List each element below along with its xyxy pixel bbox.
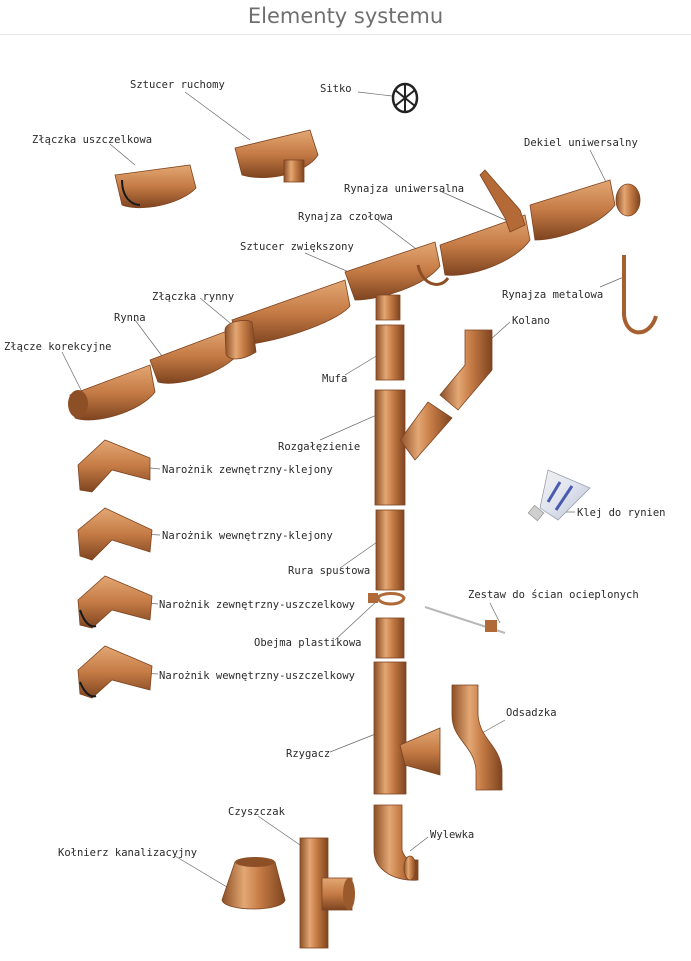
rozgalezienie-branch bbox=[399, 401, 453, 461]
corners-column bbox=[77, 439, 153, 699]
mufa-part bbox=[375, 324, 405, 381]
labels: Sztucer ruchomy Sitko Złączka uszczelkow… bbox=[4, 79, 666, 859]
label-zlaczka-rynny: Złączka rynny bbox=[152, 291, 234, 303]
pipe-short bbox=[375, 617, 405, 659]
leader-sztucer-ruchomy bbox=[184, 91, 251, 141]
main-gutter bbox=[68, 169, 641, 421]
label-rynajza-czolowa: Rynajza czołowa bbox=[298, 211, 393, 223]
sztucer-ruchomy-part bbox=[234, 129, 319, 178]
naroznik-wew-uszcz-part bbox=[77, 645, 153, 699]
klej-tube-part bbox=[527, 469, 591, 522]
hanger-front bbox=[416, 264, 450, 286]
label-sztucer-zwiekszony: Sztucer zwiększony bbox=[240, 241, 354, 253]
bottom-parts bbox=[221, 837, 355, 949]
gutter-segment-6 bbox=[529, 179, 616, 241]
czyszczak-cap bbox=[343, 878, 355, 910]
leader-obejma bbox=[334, 599, 379, 641]
coupler-1 bbox=[224, 320, 257, 360]
gutter-segment-4 bbox=[344, 241, 441, 301]
label-mufa: Mufa bbox=[322, 373, 347, 385]
gutter-end-cap bbox=[615, 183, 641, 217]
obejma-plastikowa-part bbox=[376, 592, 406, 606]
label-zlacze-korekcyjne: Złącze korekcyjne bbox=[4, 341, 111, 353]
leader-kolnierz bbox=[174, 855, 233, 891]
label-obejma-plastikowa: Obejma plastikowa bbox=[254, 637, 361, 649]
zlaczka-uszczelkowa-gasket bbox=[121, 179, 141, 206]
label-rura-spustowa: Rura spustowa bbox=[288, 565, 370, 577]
leader-rynajza-metalowa bbox=[599, 275, 627, 288]
leader-rura-spustowa bbox=[339, 539, 381, 569]
leader-odsadzka bbox=[481, 719, 506, 734]
label-zestaw-ociepl: Zestaw do ścian ocieplonych bbox=[468, 589, 639, 601]
label-rynajza-metalowa: Rynajza metalowa bbox=[502, 289, 603, 301]
misc-parts bbox=[424, 469, 591, 634]
label-naroznik-wew-klejony: Narożnik wewnętrzny-klejony bbox=[162, 530, 333, 542]
hanger-universal bbox=[479, 169, 526, 233]
rzygacz-pipe bbox=[373, 661, 407, 795]
leader-rynajza-uniwersalna bbox=[441, 191, 511, 223]
leader-czyszczak bbox=[257, 815, 301, 846]
leader-rzygacz bbox=[329, 732, 379, 753]
kolano-part bbox=[439, 329, 493, 411]
zlaczka-uszczelkowa-part bbox=[114, 164, 197, 209]
label-wylewka: Wylewka bbox=[430, 829, 474, 841]
leader-sitko bbox=[357, 91, 393, 97]
label-odsadzka: Odsadzka bbox=[506, 707, 557, 719]
sztucer-ruchomy-outlet bbox=[283, 159, 305, 183]
rura-spustowa-part bbox=[375, 509, 405, 591]
leader-mufa bbox=[344, 354, 379, 376]
rzygacz-spout bbox=[399, 727, 441, 776]
label-klej-do-rynien: Klej do rynien bbox=[577, 507, 666, 519]
label-naroznik-wew-uszcz: Narożnik wewnętrzny-uszczelkowy bbox=[159, 670, 355, 682]
loose-parts-top bbox=[114, 82, 658, 335]
obejma-bracket bbox=[368, 593, 378, 603]
label-rynajza-uniwersalna: Rynajza uniwersalna bbox=[344, 183, 464, 195]
leader-zestaw bbox=[489, 602, 501, 624]
leader-kolano bbox=[489, 321, 511, 341]
label-zlaczka-uszczelkowa: Złączka uszczelkowa bbox=[32, 134, 152, 146]
outlet-stub bbox=[375, 294, 401, 321]
wylewka-outlet bbox=[403, 855, 417, 881]
title-divider bbox=[0, 34, 691, 35]
sitko-part bbox=[391, 82, 419, 114]
label-dekiel-uniwersalny: Dekiel uniwersalny bbox=[524, 137, 638, 149]
leader-zlacze-korekcyjne bbox=[61, 351, 86, 399]
naroznik-wew-uszcz-gasket bbox=[79, 681, 97, 698]
label-kolnierz-kanalizacyjny: Kołnierz kanalizacyjny bbox=[58, 847, 197, 859]
page-title: Elementy systemu bbox=[247, 4, 444, 28]
downpipe-column bbox=[368, 324, 503, 881]
gutter-segment-1 bbox=[69, 364, 156, 421]
label-naroznik-zew-klejony: Narożnik zewnętrzny-klejony bbox=[162, 464, 333, 476]
leader-wylewka bbox=[409, 836, 429, 852]
kolnierz-part bbox=[221, 861, 286, 910]
naroznik-zew-klejony-part bbox=[77, 439, 151, 493]
kolnierz-top bbox=[235, 857, 275, 867]
naroznik-zew-uszcz-gasket bbox=[79, 609, 97, 628]
label-sitko: Sitko bbox=[320, 83, 352, 95]
rynajza-metalowa-part bbox=[622, 255, 658, 335]
label-naroznik-zew-uszcz: Narożnik zewnętrzny-uszczelkowy bbox=[159, 599, 355, 611]
naroznik-zew-uszcz-part bbox=[77, 575, 153, 629]
gutter-segment-5 bbox=[439, 214, 531, 276]
zestaw-part bbox=[424, 606, 506, 634]
label-rzygacz: Rzygacz bbox=[286, 748, 330, 760]
naroznik-wew-klejony-part bbox=[77, 507, 153, 561]
leader-rynna bbox=[134, 319, 166, 361]
label-czyszczak: Czyszczak bbox=[228, 806, 286, 818]
gutter-end-left bbox=[68, 390, 88, 418]
label-rynna: Rynna bbox=[114, 312, 146, 324]
odsadzka-part bbox=[451, 684, 503, 791]
label-rozgalezienie: Rozgałęzienie bbox=[278, 441, 360, 453]
rozgalezienie-main bbox=[374, 389, 406, 506]
leader-zlaczka-uszczelkowa bbox=[109, 143, 136, 166]
label-kolano: Kolano bbox=[512, 315, 550, 327]
label-sztucer-ruchomy: Sztucer ruchomy bbox=[130, 79, 225, 91]
